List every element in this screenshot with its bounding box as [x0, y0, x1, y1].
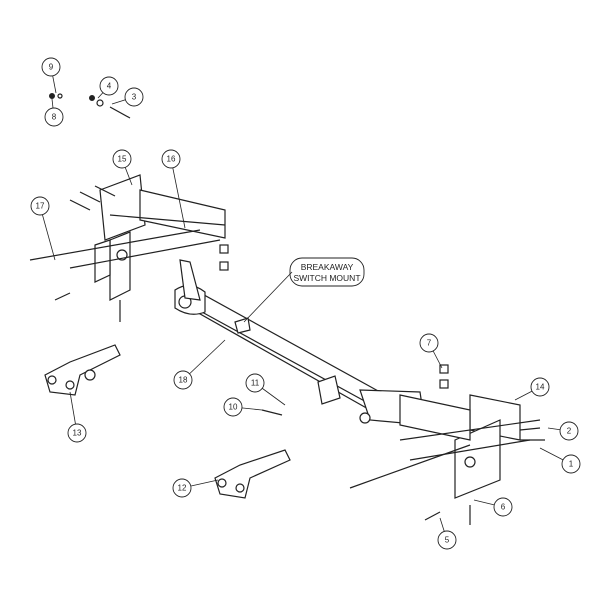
breakaway-switch-mount-label: BREAKAWAY SWITCH MOUNT: [243, 257, 365, 323]
callout-2: 2: [547, 421, 579, 441]
callout-circle: [30, 196, 50, 216]
callout-circle: [419, 333, 439, 353]
callout-number: 13: [73, 429, 82, 438]
callout-13: 13: [67, 391, 87, 443]
callout-number: 8: [52, 113, 57, 122]
callout-14: 14: [514, 377, 550, 401]
callout-circle: [559, 421, 579, 441]
callout-circle: [44, 107, 64, 127]
callout-circle: [172, 478, 192, 498]
callout-number: 6: [501, 503, 506, 512]
callout-number: 9: [49, 63, 54, 72]
callout-number: 17: [36, 202, 45, 211]
callout-number: 4: [107, 82, 112, 91]
callout-circle: [99, 76, 119, 96]
pin-assembly-13: [44, 344, 121, 396]
callout-circle: [493, 497, 513, 517]
pin-assembly-12: [214, 449, 291, 499]
callout-number: 15: [118, 155, 127, 164]
callout-number: 1: [569, 460, 574, 469]
callout-3: 3: [111, 87, 144, 107]
crossbar-tube: [174, 284, 426, 426]
callout-number: 18: [179, 376, 188, 385]
callout-number: 2: [567, 427, 572, 436]
callout-18: 18: [173, 339, 226, 390]
callout-16: 16: [161, 149, 186, 229]
label-line2: SWITCH MOUNT: [293, 273, 360, 283]
callout-circle: [67, 423, 87, 443]
callout-number: 10: [229, 403, 238, 412]
callout-circle: [561, 454, 581, 474]
callout-11: 11: [245, 373, 286, 406]
callout-circle: [112, 149, 132, 169]
callout-6: 6: [473, 497, 513, 517]
callout-9: 9: [41, 57, 61, 94]
leader-line: [182, 339, 226, 381]
callout-12: 12: [172, 478, 219, 498]
callout-circle: [124, 87, 144, 107]
callout-circle: [245, 373, 265, 393]
callout-number: 11: [251, 379, 260, 388]
leader-line: [170, 158, 186, 229]
callout-circle: [41, 57, 61, 77]
callout-number: 12: [178, 484, 187, 493]
right-bracket: [349, 394, 541, 499]
label-line1: BREAKAWAY: [301, 262, 354, 272]
hardware: [49, 93, 545, 525]
callout-17: 17: [30, 196, 56, 261]
callout-5: 5: [437, 517, 457, 550]
callout-15: 15: [112, 149, 133, 186]
callout-circle: [161, 149, 181, 169]
left-bracket: [29, 174, 226, 301]
callout-number: 5: [445, 536, 450, 545]
callout-circle: [173, 370, 193, 390]
callout-10: 10: [223, 397, 263, 417]
callout-number: 7: [427, 339, 432, 348]
callout-7: 7: [419, 333, 443, 369]
callout-number: 16: [167, 155, 176, 164]
callout-4: 4: [97, 76, 119, 99]
callout-number: 3: [132, 93, 137, 102]
callout-number: 14: [536, 383, 545, 392]
callout-circle: [530, 377, 550, 397]
callout-1: 1: [539, 447, 581, 474]
callout-8: 8: [44, 98, 64, 127]
callout-circle: [437, 530, 457, 550]
callout-circle: [223, 397, 243, 417]
